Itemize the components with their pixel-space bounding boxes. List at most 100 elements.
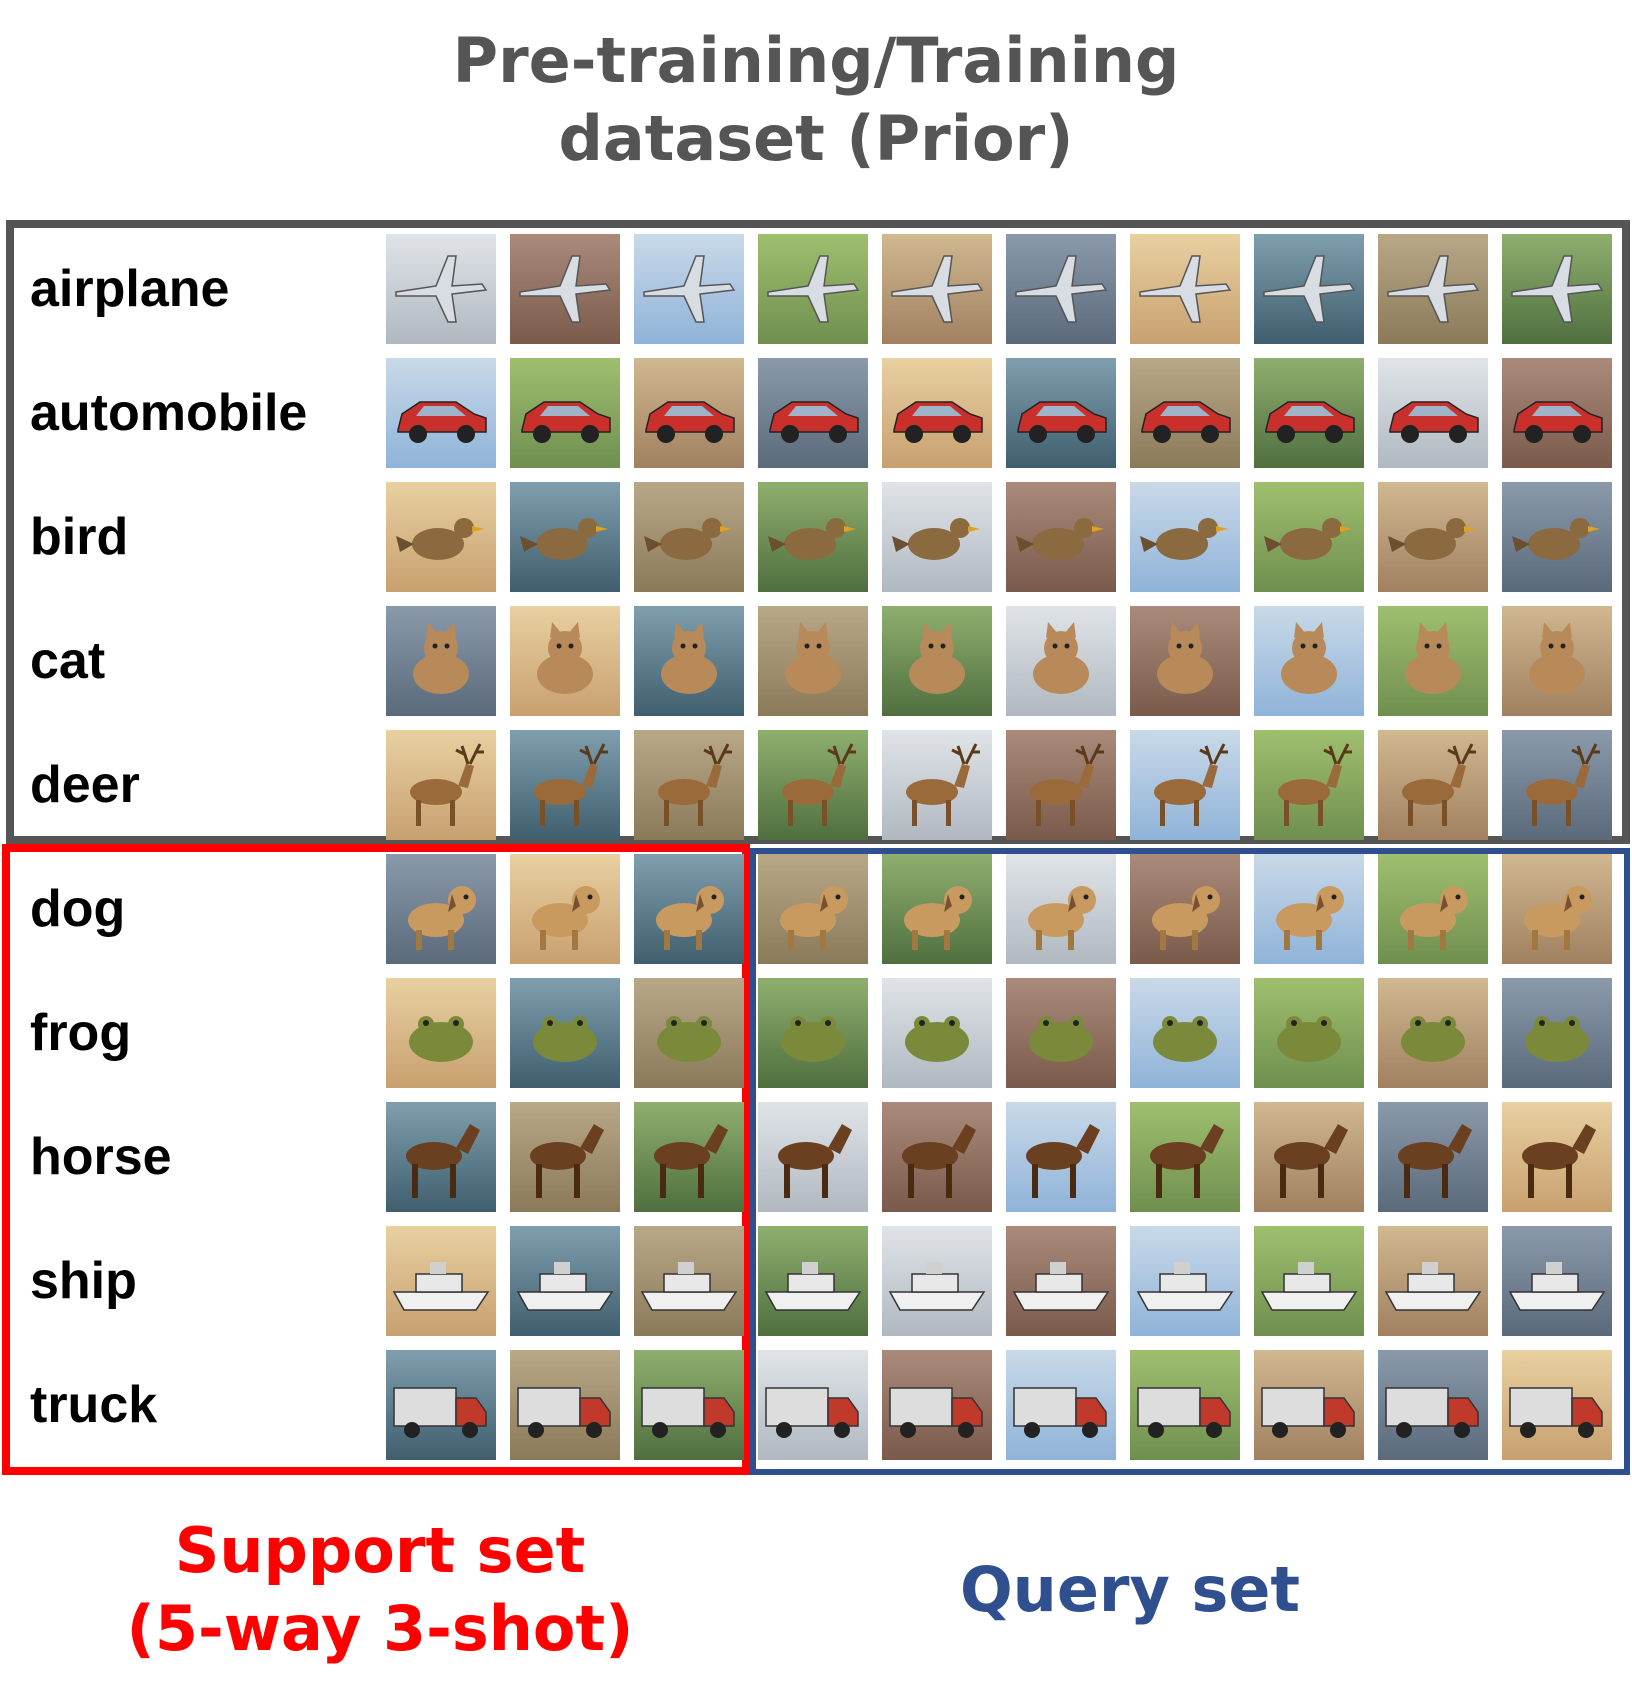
car-icon [634,358,744,468]
horse-icon [1254,1102,1364,1212]
deer-icon [1254,730,1364,840]
horse-icon [882,1102,992,1212]
title-line-1: Pre-training/Training [452,24,1180,97]
cat-icon [1378,606,1488,716]
horse-icon [1006,1102,1116,1212]
frog-icon [758,978,868,1088]
airplane-icon [758,234,868,344]
support-caption-line-1: Support set [174,1514,586,1587]
ship-icon [758,1226,868,1336]
class-label-automobile: automobile [30,384,308,442]
ship-icon [1254,1226,1364,1336]
bird-icon [1130,482,1240,592]
airplane-icon [1254,234,1364,344]
class-label-dog: dog [30,880,126,938]
frog-icon [882,978,992,1088]
car-icon [1006,358,1116,468]
class-label-ship: ship [30,1252,137,1310]
query-caption-line-1: Query set [959,1553,1301,1626]
class-label-frog: frog [30,1004,132,1062]
horse-icon [386,1102,496,1212]
ship-icon [882,1226,992,1336]
frog-icon [1378,978,1488,1088]
title-line-2: dataset (Prior) [558,102,1074,175]
support-caption-line-2: (5-way 3-shot) [126,1592,634,1665]
truck-icon [510,1350,620,1460]
horse-icon [758,1102,868,1212]
horse-icon [1378,1102,1488,1212]
cat-icon [510,606,620,716]
class-label-bird: bird [30,508,129,566]
bird-icon [1378,482,1488,592]
dog-icon [1378,854,1488,964]
query-set-box [750,848,1630,1475]
airplane-icon [1006,234,1116,344]
ship-icon [1502,1226,1612,1336]
deer-icon [882,730,992,840]
query-set-caption: Query set [760,1551,1500,1629]
horse-icon [510,1102,620,1212]
deer-icon [1130,730,1240,840]
bird-icon [386,482,496,592]
cat-icon [634,606,744,716]
ship-icon [1006,1226,1116,1336]
figure-title: Pre-training/Training dataset (Prior) [0,22,1632,178]
car-icon [1254,358,1364,468]
truck-icon [634,1350,744,1460]
bird-icon [1006,482,1116,592]
dog-icon [882,854,992,964]
dog-icon [1130,854,1240,964]
frog-icon [386,978,496,1088]
truck-icon [1254,1350,1364,1460]
class-label-deer: deer [30,756,140,814]
airplane-icon [1502,234,1612,344]
airplane-icon [882,234,992,344]
deer-icon [634,730,744,840]
cat-icon [1254,606,1364,716]
airplane-icon [1130,234,1240,344]
car-icon [882,358,992,468]
dog-icon [1502,854,1612,964]
class-label-truck: truck [30,1376,158,1434]
truck-icon [1502,1350,1612,1460]
car-icon [758,358,868,468]
ship-icon [510,1226,620,1336]
ship-icon [1378,1226,1488,1336]
class-label-horse: horse [30,1128,172,1186]
ship-icon [1130,1226,1240,1336]
truck-icon [758,1350,868,1460]
dog-icon [1254,854,1364,964]
ship-icon [386,1226,496,1336]
car-icon [386,358,496,468]
support-set-box [2,844,750,1475]
cat-icon [386,606,496,716]
airplane-icon [510,234,620,344]
deer-icon [1502,730,1612,840]
bird-icon [758,482,868,592]
frog-icon [1254,978,1364,1088]
car-icon [1502,358,1612,468]
cat-icon [1006,606,1116,716]
bird-icon [1502,482,1612,592]
truck-icon [1130,1350,1240,1460]
bird-icon [634,482,744,592]
dog-icon [386,854,496,964]
deer-icon [386,730,496,840]
class-label-cat: cat [30,632,106,690]
deer-icon [1378,730,1488,840]
ship-icon [634,1226,744,1336]
truck-icon [882,1350,992,1460]
airplane-icon [1378,234,1488,344]
frog-icon [634,978,744,1088]
deer-icon [510,730,620,840]
deer-icon [1006,730,1116,840]
horse-icon [1502,1102,1612,1212]
bird-icon [882,482,992,592]
frog-icon [510,978,620,1088]
class-label-airplane: airplane [30,260,230,318]
truck-icon [386,1350,496,1460]
dog-icon [758,854,868,964]
dog-icon [1006,854,1116,964]
truck-icon [1378,1350,1488,1460]
bird-icon [1254,482,1364,592]
